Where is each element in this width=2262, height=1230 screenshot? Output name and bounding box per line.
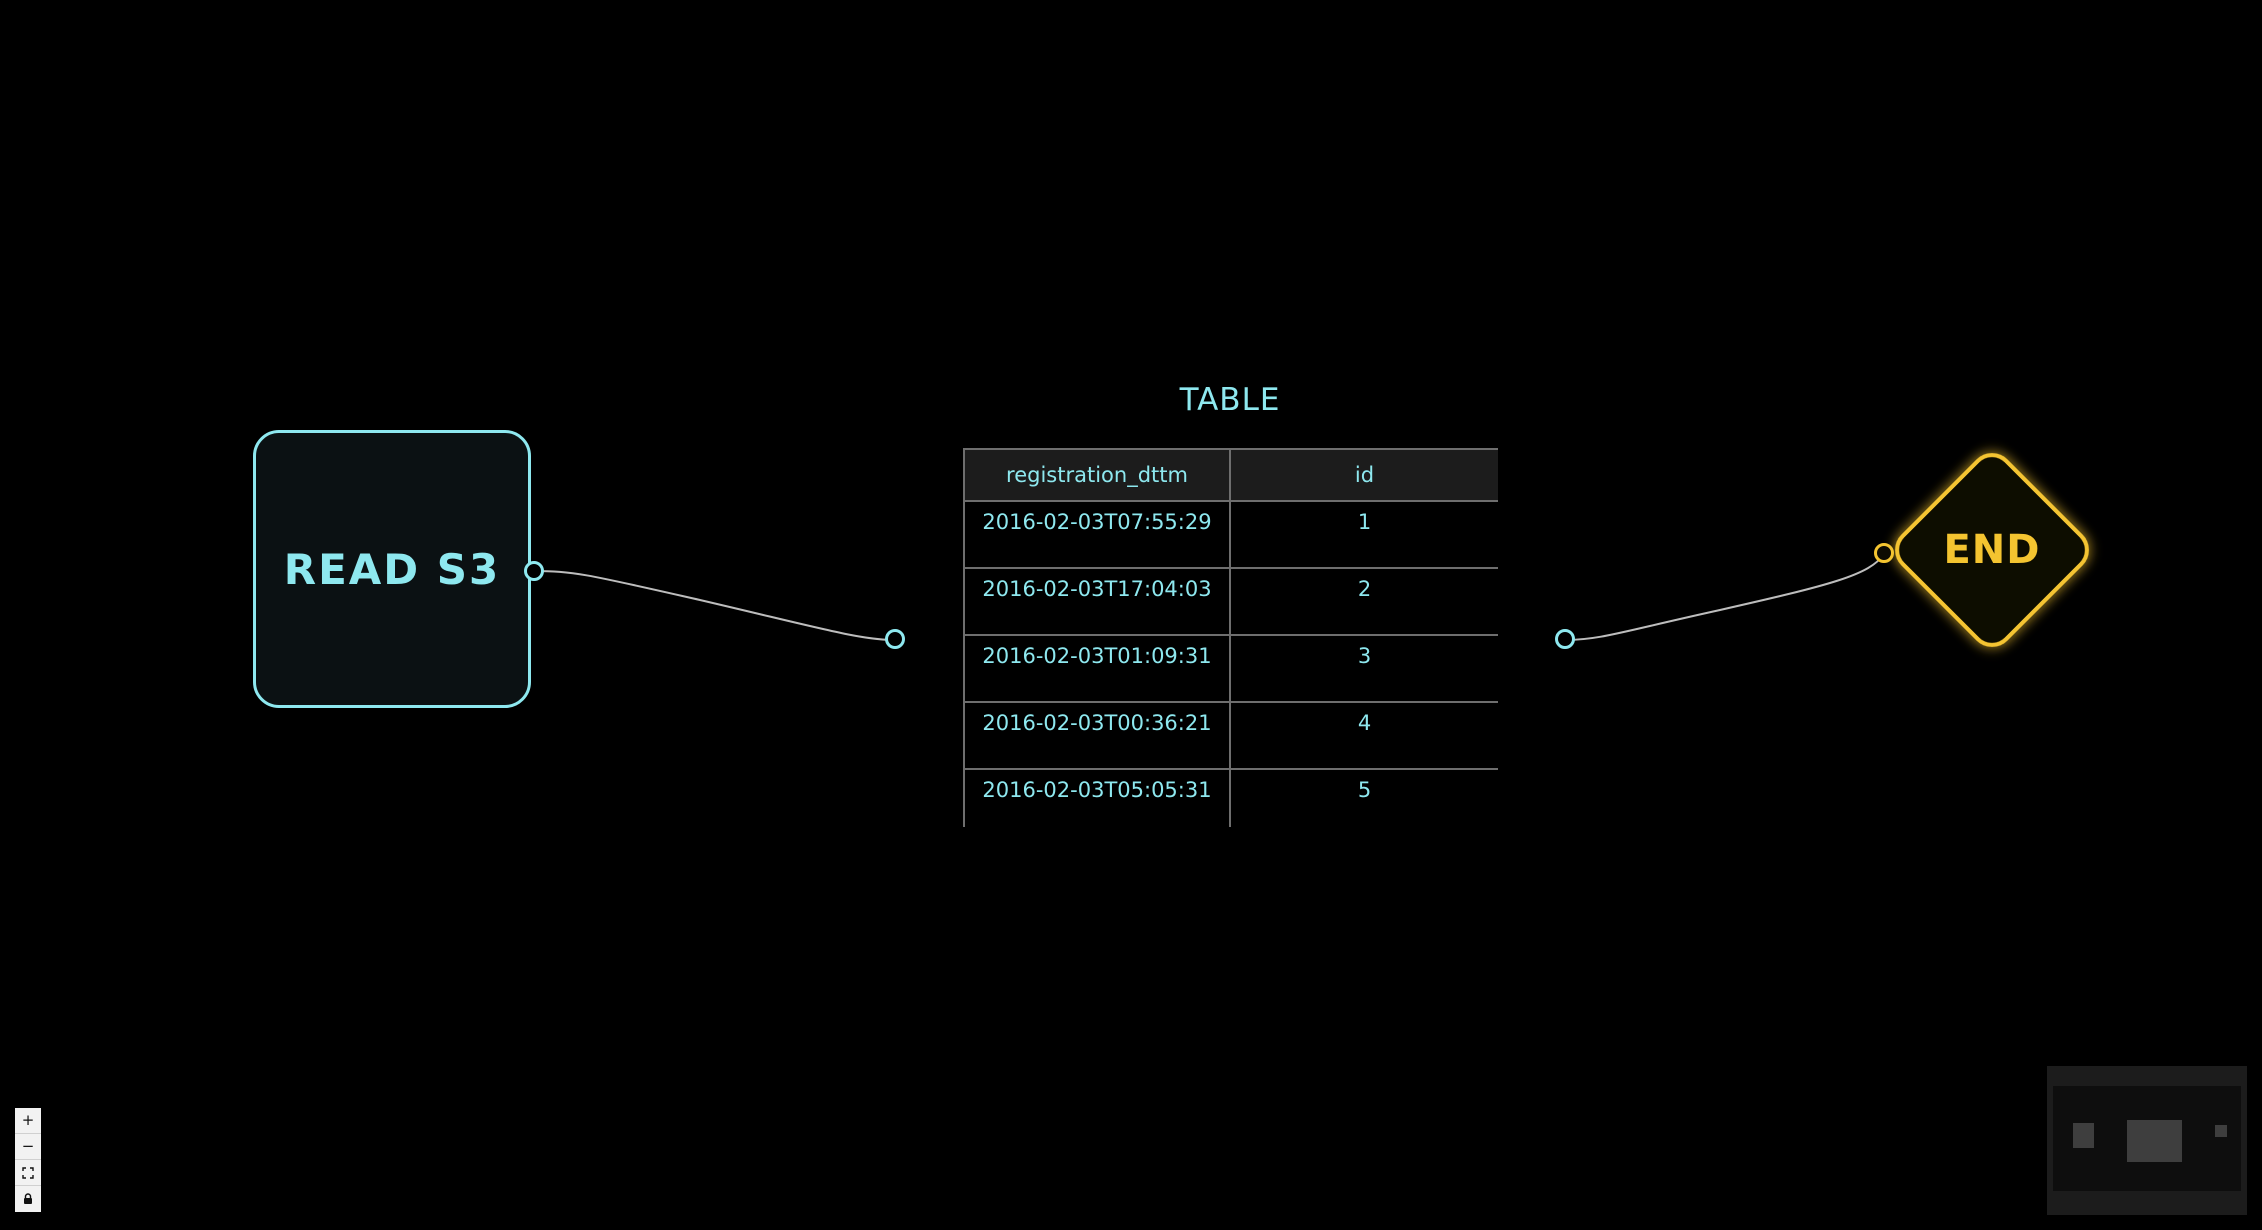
minimap-node-read [2073, 1123, 2094, 1148]
minimap-viewport[interactable] [2053, 1086, 2241, 1191]
flow-controls: + − [15, 1108, 41, 1212]
column-header: id [1229, 448, 1498, 502]
zoom-out-button[interactable]: − [15, 1134, 41, 1160]
table-cell: 3 [1229, 634, 1498, 703]
end-input-handle[interactable] [1874, 543, 1894, 563]
end-node[interactable]: END [1886, 444, 2098, 656]
read-s3-node[interactable]: READ S3 [253, 430, 531, 708]
minimap-node-table [2127, 1120, 2182, 1162]
table-cell: 2 [1229, 567, 1498, 636]
table-cell: 2016-02-03T00:36:21 [963, 701, 1231, 770]
table-node[interactable]: registration_dttm id 2016-02-03T07:55:29… [963, 448, 1498, 827]
table-row: 2016-02-03T00:36:21 4 [963, 701, 1498, 770]
column-header: registration_dttm [963, 448, 1231, 502]
lock-button[interactable] [15, 1186, 41, 1212]
table-output-handle[interactable] [1555, 629, 1575, 649]
read-s3-output-handle[interactable] [524, 561, 544, 581]
table-row: 2016-02-03T01:09:31 3 [963, 634, 1498, 703]
table-header-row: registration_dttm id [963, 448, 1498, 502]
table-cell: 5 [1229, 768, 1498, 827]
minimap-node-end [2215, 1125, 2227, 1137]
fit-view-button[interactable] [15, 1160, 41, 1186]
table-cell: 4 [1229, 701, 1498, 770]
table-cell: 2016-02-03T01:09:31 [963, 634, 1231, 703]
fit-view-icon [22, 1166, 34, 1179]
table-row: 2016-02-03T05:05:31 5 [963, 768, 1498, 827]
edge-read-to-table[interactable] [532, 570, 896, 641]
table-cell: 2016-02-03T05:05:31 [963, 768, 1231, 827]
edge-table-to-end[interactable] [1564, 553, 1885, 641]
plus-icon: + [21, 1111, 35, 1129]
read-s3-label: READ S3 [283, 544, 501, 594]
table-row: 2016-02-03T07:55:29 1 [963, 500, 1498, 569]
end-label: END [1943, 527, 2041, 573]
minimap[interactable] [2047, 1066, 2247, 1215]
table-input-handle[interactable] [885, 629, 905, 649]
table-cell: 1 [1229, 500, 1498, 569]
end-diamond-shape [1895, 453, 2089, 647]
lock-icon [24, 1193, 32, 1204]
minus-icon: − [21, 1137, 35, 1155]
table-row: 2016-02-03T17:04:03 2 [963, 567, 1498, 636]
table-cell: 2016-02-03T07:55:29 [963, 500, 1231, 569]
table-cell: 2016-02-03T17:04:03 [963, 567, 1231, 636]
table-title: TABLE [1179, 382, 1281, 418]
data-table: registration_dttm id 2016-02-03T07:55:29… [963, 448, 1498, 827]
zoom-in-button[interactable]: + [15, 1108, 41, 1134]
